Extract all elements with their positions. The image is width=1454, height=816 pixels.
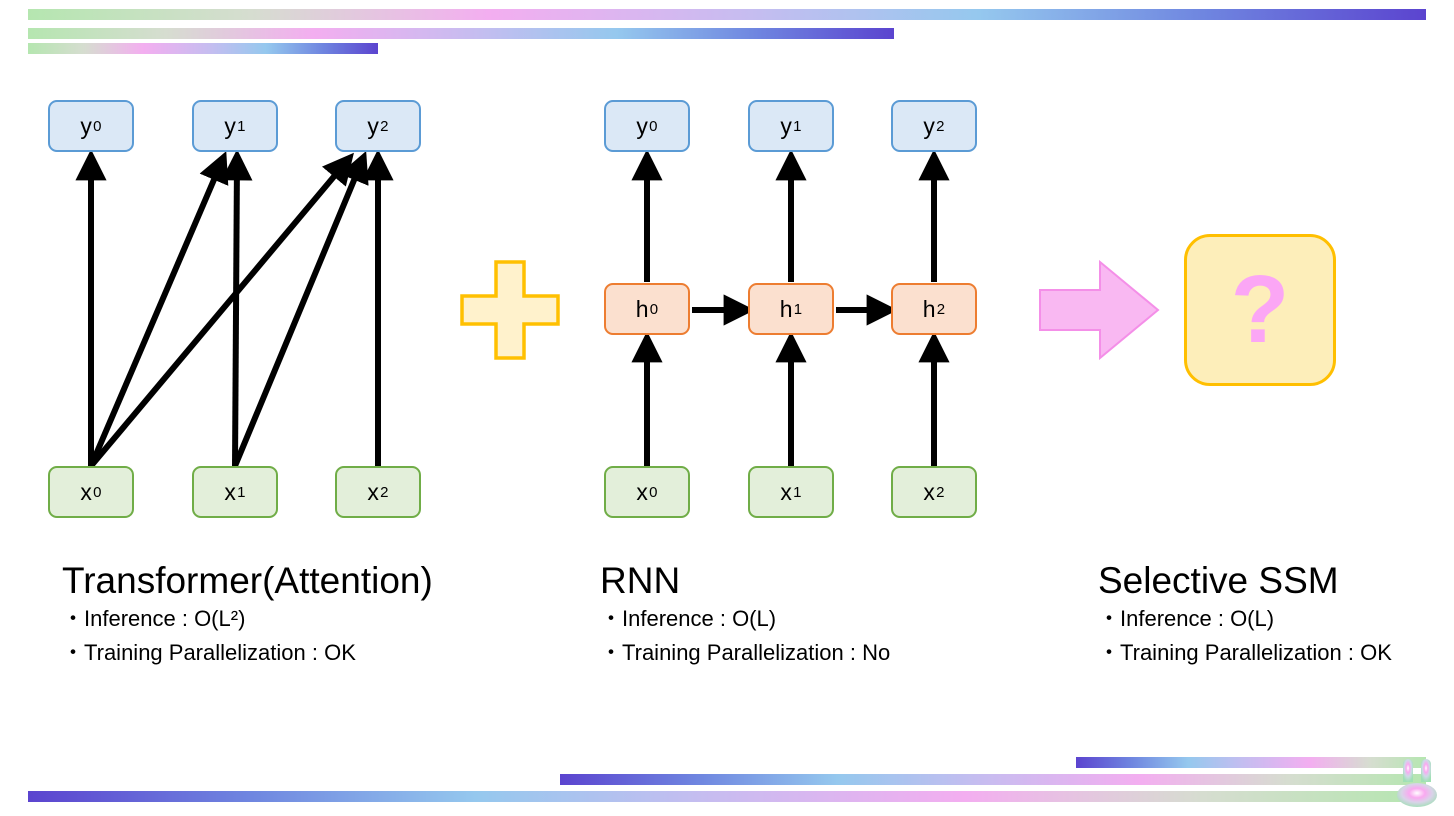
edge-x0-y1 [88, 151, 229, 468]
node-subscript: 2 [936, 300, 946, 318]
node-subscript: 0 [649, 483, 658, 501]
rabbit-logo [1397, 759, 1437, 807]
plus-icon [460, 260, 560, 360]
edge-x1-y2 [232, 151, 369, 468]
bottom-bar-long [28, 791, 1426, 802]
rabbit-ear-left [1403, 759, 1413, 782]
ssm-title: Selective SSM [1098, 560, 1339, 601]
edge-x1-y1 [221, 149, 253, 467]
rabbit-body [1397, 783, 1437, 807]
rnn-edge-group [631, 149, 950, 466]
transformer-caption: Transformer(Attention) ・Inference : O(L²… [62, 560, 433, 669]
node-subscript: 2 [380, 483, 389, 501]
node-label: y [80, 112, 93, 139]
node-subscript: 2 [380, 117, 389, 135]
right-arrow-icon [1039, 259, 1160, 361]
node-label: y [780, 112, 793, 139]
node-label: h [922, 295, 936, 322]
rnn-bullet-training: ・Training Parallelization : No [600, 639, 891, 665]
node-subscript: 0 [93, 117, 102, 135]
node-label: x [636, 478, 649, 505]
node-subscript: 2 [936, 117, 945, 135]
top-bar-medium [28, 28, 894, 39]
node-subscript: 1 [793, 300, 803, 318]
node-subscript: 1 [793, 117, 802, 135]
node-subscript: 0 [649, 117, 658, 135]
ssm-caption: Selective SSM ・Inference : O(L) ・Trainin… [1098, 560, 1392, 669]
transformer-bullet-training: ・Training Parallelization : OK [62, 639, 356, 665]
node-subscript: 0 [93, 483, 102, 501]
question-mark-glyph: ? [1230, 256, 1290, 363]
top-bar-long [28, 9, 1426, 20]
ssm-bullet-training: ・Training Parallelization : OK [1098, 639, 1392, 665]
edge-x0-y2 [88, 152, 354, 468]
node-label: y [923, 112, 936, 139]
node-subscript: 1 [237, 117, 246, 135]
top-bar-short [28, 43, 378, 54]
node-label: x [780, 478, 793, 505]
ssm-bullet-inference: ・Inference : O(L) [1098, 605, 1275, 631]
node-subscript: 1 [793, 483, 802, 501]
node-subscript: 2 [936, 483, 945, 501]
node-label: y [636, 112, 649, 139]
rabbit-ear-right [1421, 759, 1431, 782]
node-label: h [635, 295, 649, 322]
node-subscript: 0 [649, 300, 659, 318]
node-label: h [779, 295, 793, 322]
rnn-caption: RNN ・Inference : O(L) ・Training Parallel… [600, 560, 891, 669]
bottom-bar-short [1076, 757, 1426, 768]
node-label: x [80, 478, 93, 505]
node-label: x [367, 478, 380, 505]
bottom-bar-medium [560, 774, 1426, 785]
node-label: x [224, 478, 237, 505]
node-subscript: 1 [237, 483, 246, 501]
transformer-edge-group [75, 149, 394, 468]
rnn-title: RNN [600, 560, 681, 601]
node-label: y [367, 112, 380, 139]
node-label: y [224, 112, 237, 139]
rnn-bullet-inference: ・Inference : O(L) [600, 605, 777, 631]
node-label: x [923, 478, 936, 505]
transformer-title: Transformer(Attention) [62, 560, 433, 601]
transformer-bullet-inference: ・Inference : O(L²) [62, 605, 246, 631]
selective-ssm-question-box[interactable]: ? [1184, 234, 1336, 386]
